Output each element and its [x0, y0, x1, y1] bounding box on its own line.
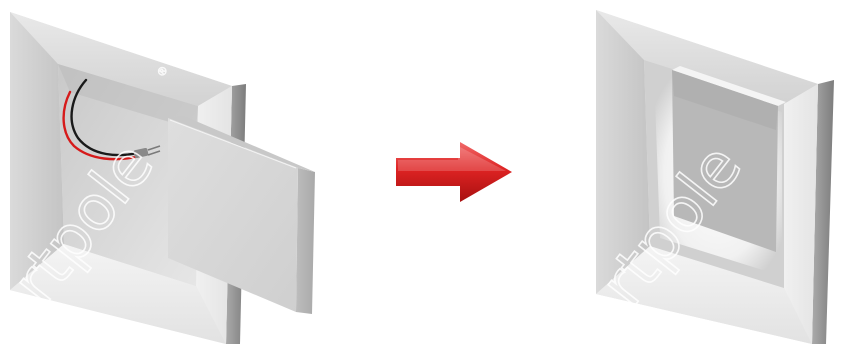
transition-arrow: [396, 142, 512, 202]
arrow-right-icon: [396, 142, 512, 202]
panel-side-edge: [296, 168, 315, 314]
watermark-registered-mark: ®: [808, 61, 825, 78]
